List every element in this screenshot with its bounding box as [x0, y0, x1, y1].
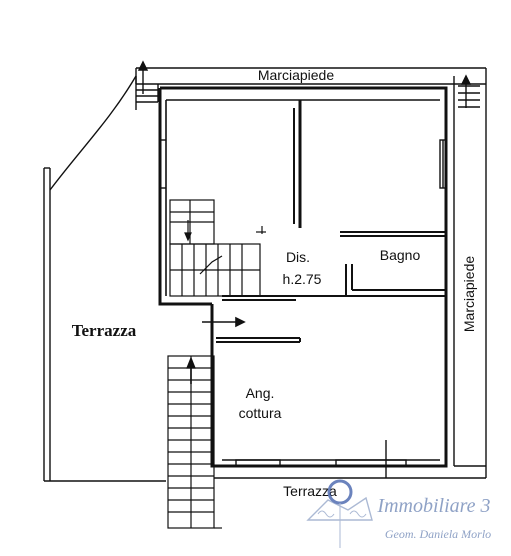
- entry-arrows: [202, 310, 246, 334]
- sidewalk-top-label: Marciapiede: [258, 67, 334, 83]
- external-staircase: [167, 355, 222, 529]
- terrace-bottom-band: [214, 440, 487, 479]
- sidewalk-right-band: [453, 68, 487, 467]
- sidewalk-top-band: [135, 60, 486, 103]
- internal-staircase: [169, 199, 266, 297]
- kitchen-label-line1: Ang.: [246, 385, 275, 401]
- terrace-bottom-label: Terrazza: [283, 483, 337, 499]
- hall-label: Dis.: [286, 249, 310, 265]
- hall-height-label: h.2.75: [283, 271, 322, 287]
- outer-walls: [158, 86, 448, 468]
- kitchen-label-line2: cottura: [239, 405, 282, 421]
- watermark-name: Geom. Daniela Morlo: [385, 527, 491, 541]
- bathroom-label: Bagno: [380, 247, 421, 263]
- terrace-left-label: Terrazza: [72, 321, 137, 340]
- watermark-logo-icon: [306, 479, 373, 548]
- sidewalk-right-label: Marciapiede: [461, 256, 477, 332]
- watermark-brand: Immobiliare 3: [376, 495, 490, 517]
- windows: [160, 139, 447, 467]
- terrace-left-area: [43, 75, 166, 482]
